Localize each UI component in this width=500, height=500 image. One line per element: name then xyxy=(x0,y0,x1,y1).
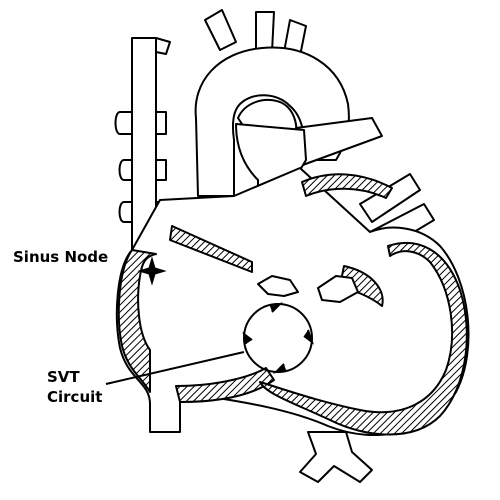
interatrial-wall xyxy=(169,225,253,273)
sinus-node-label: Sinus Node xyxy=(13,248,109,266)
right-vessels xyxy=(114,37,171,251)
svc-top-cap xyxy=(155,37,171,55)
svt-circuit-arrow-bottom xyxy=(272,363,287,374)
svt-pointer-line xyxy=(105,351,245,385)
left-atrium-wall xyxy=(301,173,393,199)
aortic-valve xyxy=(317,275,359,303)
svt-label-line2: Circuit xyxy=(47,388,103,406)
sinus-node-marker xyxy=(137,256,167,286)
right-atrium-wall xyxy=(117,249,157,393)
svt-circuit-arrow-right xyxy=(303,329,314,345)
pulmonary-vein-left-upper xyxy=(359,173,421,223)
left-ventricle-wall xyxy=(259,241,468,436)
heart-body xyxy=(115,167,470,437)
pulmonary-valve xyxy=(257,275,299,297)
ventricular-septum-wall xyxy=(175,367,275,403)
aortic-branch-left xyxy=(204,9,237,51)
aortic-branch-middle xyxy=(255,11,275,53)
inferior-vessels xyxy=(299,431,373,483)
svt-circuit-arrow-top xyxy=(269,302,284,313)
svt-circuit xyxy=(242,302,314,374)
svt-circuit-arrow-left xyxy=(242,331,253,345)
svt-label-line1: SVT xyxy=(47,368,80,386)
